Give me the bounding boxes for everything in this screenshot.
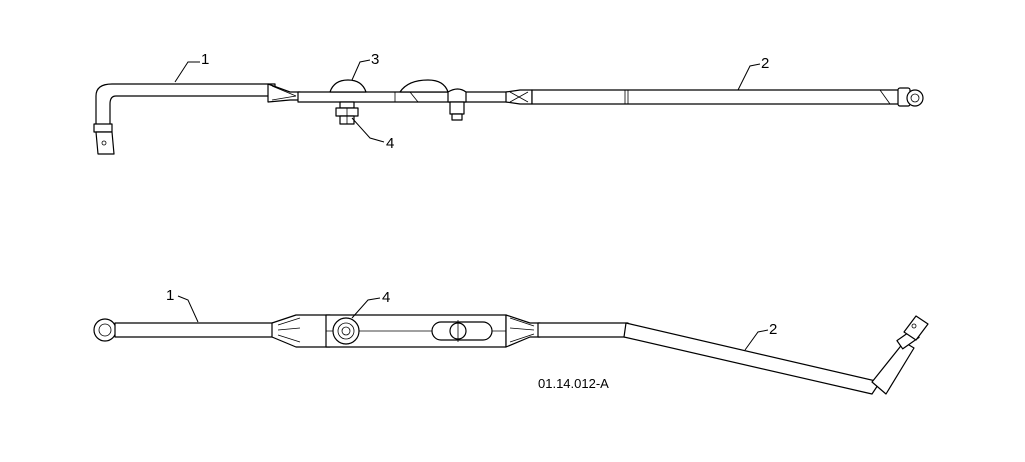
top-rod-part-1	[93, 83, 276, 155]
bottom-rod-part-2	[537, 315, 929, 395]
callout-label-1-bottom: 1	[166, 287, 174, 304]
bottom-connector-body	[271, 314, 541, 348]
callout-label-4-bottom: 4	[382, 289, 390, 306]
callout-label-4-top: 4	[386, 135, 394, 152]
top-bolt-part-3	[329, 79, 367, 109]
callout-label-2-top: 2	[761, 55, 769, 72]
top-connector-body	[267, 79, 533, 121]
bottom-view-assembly: 1 4 2	[93, 287, 929, 395]
bottom-nut-part-4	[332, 317, 360, 345]
callout-label-1-top: 1	[201, 51, 209, 68]
top-rod-part-2	[531, 87, 924, 107]
top-nut-part-4	[335, 107, 359, 125]
callout-label-2-bottom: 2	[769, 321, 777, 338]
figure-id: 01.14.012-A	[538, 376, 609, 391]
top-view-assembly: 1 3 4 2	[93, 51, 924, 155]
callout-label-3-top: 3	[371, 51, 379, 68]
bottom-rod-part-1	[93, 318, 274, 342]
